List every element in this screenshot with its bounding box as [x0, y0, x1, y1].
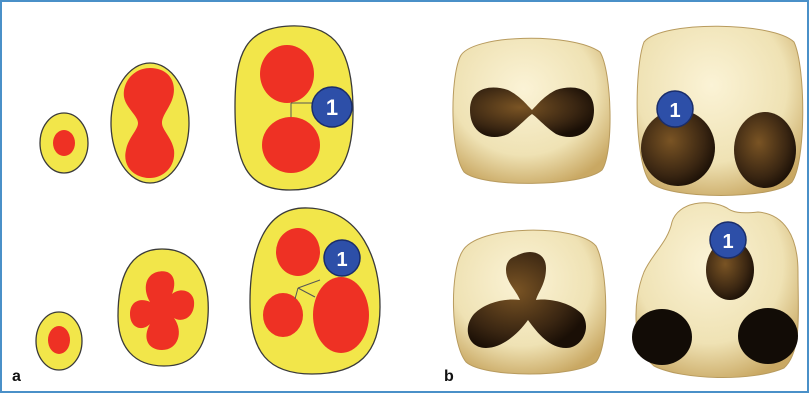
badge-text: 1: [336, 249, 347, 271]
panel-a-label: a: [12, 368, 21, 386]
badge-1-bottom: 1: [324, 240, 360, 276]
badge-1-top: 1: [312, 87, 352, 127]
model-cavity-left: [632, 309, 692, 365]
chamber-left: [263, 293, 303, 337]
panel-b: 1 1 b: [422, 2, 807, 391]
model-bottom-left: [453, 230, 605, 374]
chamber-upper: [276, 228, 320, 276]
badge-1-model-top: 1: [657, 91, 693, 127]
cross-section-diagrams: 1 1: [2, 2, 422, 391]
panel-a: 1 1: [2, 2, 422, 391]
badge-text: 1: [722, 231, 733, 253]
model-cavity-right: [738, 308, 798, 364]
three-d-models: 1 1: [422, 2, 807, 391]
panel-b-label: b: [444, 368, 454, 386]
badge-text: 1: [669, 100, 680, 122]
chamber: [53, 130, 75, 156]
chamber-right: [313, 277, 369, 353]
section-top-medium: [111, 63, 189, 183]
chamber-upper: [260, 45, 314, 103]
badge-text: 1: [326, 95, 338, 120]
badge-1-model-bottom: 1: [710, 222, 746, 258]
model-cavity-right: [734, 112, 796, 188]
chamber-lower: [262, 117, 320, 173]
section-top-small: [40, 113, 88, 173]
model-top-left: [453, 38, 610, 183]
chamber: [48, 326, 70, 354]
section-bottom-medium: [118, 249, 208, 366]
section-bottom-large: [250, 208, 380, 374]
section-bottom-small: [36, 312, 82, 370]
